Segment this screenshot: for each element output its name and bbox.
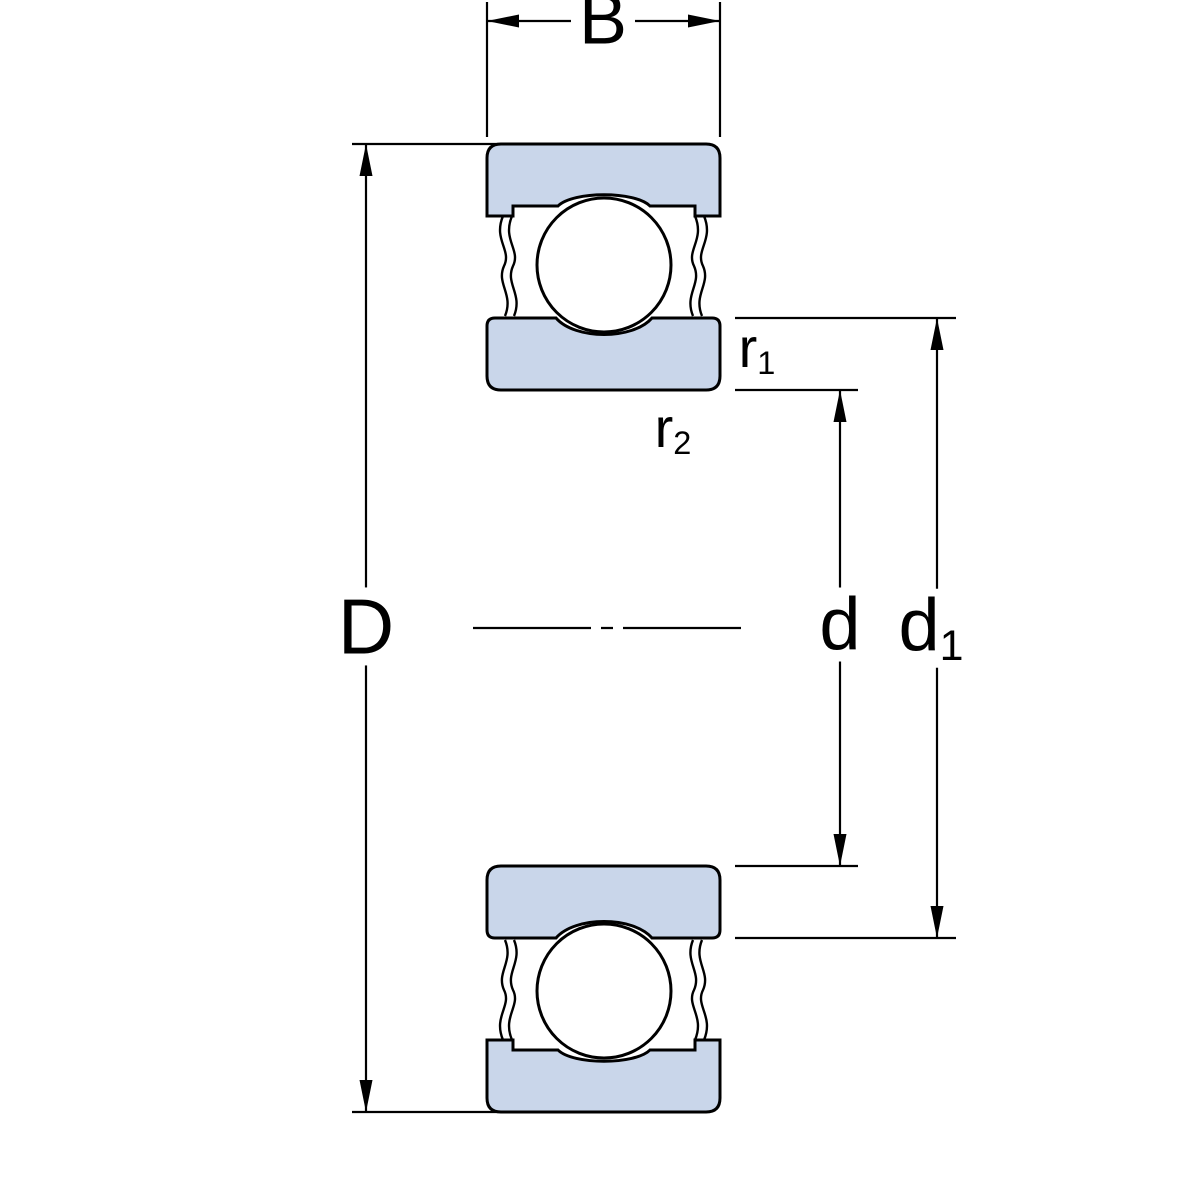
label-chamfer-r2-text: r: [654, 395, 674, 459]
inner-ring-section: [485, 864, 722, 940]
arrow-d-top: [833, 390, 847, 422]
arrow-B-right: [688, 14, 720, 28]
bearing-half-section-bottom: [485, 864, 722, 1114]
label-shoulder-diameter-d1: d1: [890, 588, 972, 671]
arrow-B-left: [487, 14, 519, 28]
arrow-d-bottom: [833, 834, 847, 866]
inner-ring-section: [485, 316, 722, 392]
seal-shields: [498, 215, 709, 317]
label-outer-diameter-D: D: [329, 587, 403, 666]
arrowheads-group: [359, 14, 944, 1112]
arrow-d1-bottom: [930, 906, 944, 938]
arrow-D-bottom: [359, 1080, 373, 1112]
arrow-D-top: [359, 144, 373, 176]
label-shoulder-diameter-d1-sub: 1: [939, 622, 964, 671]
arrow-d1-top: [930, 318, 944, 350]
label-bore-diameter-d: d: [811, 587, 869, 662]
ball: [535, 922, 673, 1060]
label-outer-diameter-D-text: D: [337, 582, 395, 671]
bearing-half-section-top: [485, 142, 722, 392]
label-chamfer-r2: r2: [655, 399, 692, 462]
label-width-B-text: B: [578, 0, 628, 60]
label-shoulder-diameter-d1-text: d: [898, 583, 940, 667]
label-width-B: B: [570, 0, 636, 56]
outer-ring-section: [485, 1038, 722, 1114]
outer-ring-section: [485, 142, 722, 218]
label-chamfer-r2-sub: 2: [673, 425, 692, 462]
label-chamfer-r1: r1: [739, 319, 776, 382]
ball: [535, 196, 673, 334]
label-chamfer-r1-sub: 1: [757, 345, 776, 382]
label-chamfer-r1-text: r: [738, 315, 758, 379]
label-bore-diameter-d-text: d: [819, 582, 861, 666]
seal-shields: [498, 939, 709, 1041]
